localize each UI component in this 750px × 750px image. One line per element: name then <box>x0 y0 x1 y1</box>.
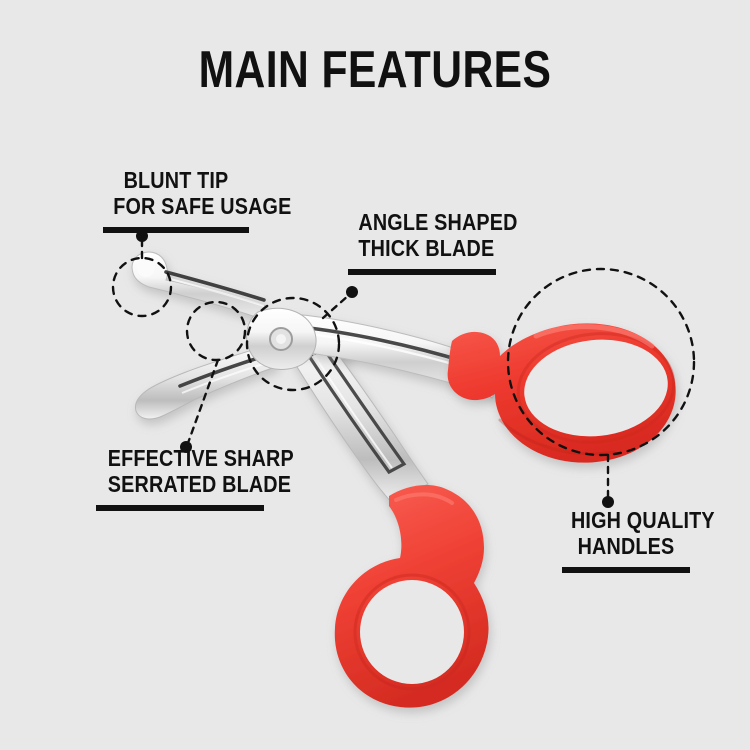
callout-angle-shaped-blade: ANGLE SHAPED THICK BLADE <box>348 209 518 275</box>
upper-handle-finger-hole <box>524 339 668 437</box>
callout-serrated-blade-line1: EFFECTIVE SHARP <box>107 445 294 471</box>
lower-handle-grip <box>334 485 489 708</box>
callout-serrated-blade: EFFECTIVE SHARP SERRATED BLADE <box>96 445 294 511</box>
leader-dot-serrated-blade <box>180 441 192 453</box>
callout-high-quality-handles: HIGH QUALITY HANDLES <box>562 507 715 573</box>
highlight-circle-pivot <box>245 296 341 392</box>
leader-dot-blunt-tip <box>136 230 148 242</box>
highlight-circle-blunt-tip <box>111 256 173 318</box>
pivot-screw <box>246 307 317 370</box>
callout-blunt-tip-line2: FOR SAFE USAGE <box>113 192 292 219</box>
callout-high-quality-handles-line1: HIGH QUALITY <box>570 507 715 533</box>
callout-high-quality-handles-rule <box>562 566 690 573</box>
callout-serrated-blade-rule <box>96 504 264 511</box>
lower-handle-finger-hole <box>360 580 464 684</box>
leader-dot-high-quality-handles <box>602 496 614 508</box>
callout-blunt-tip-rule <box>103 226 249 233</box>
callout-serrated-blade-line2: SERRATED BLADE <box>107 470 292 497</box>
page-title: MAIN FEATURES <box>198 41 552 99</box>
leader-serrated-blade <box>186 358 220 445</box>
callout-angle-shaped-blade-rule <box>348 268 496 275</box>
callout-angle-shaped-blade-line2: THICK BLADE <box>358 234 495 261</box>
highlight-circle-serrated-blade <box>185 300 247 362</box>
callout-high-quality-handles-line2: HANDLES <box>577 532 675 559</box>
upper-handle-grip <box>447 323 676 463</box>
callout-blunt-tip: BLUNT TIP FOR SAFE USAGE <box>103 167 292 233</box>
blunt-tip-blade <box>131 251 267 320</box>
callout-angle-shaped-blade-line1: ANGLE SHAPED <box>358 209 518 235</box>
callout-blunt-tip-line1: BLUNT TIP <box>123 167 229 193</box>
highlight-circle-handles <box>506 267 696 457</box>
leader-angle-shaped-blade <box>321 293 351 320</box>
leader-dot-angle-shaped-blade <box>346 286 358 298</box>
